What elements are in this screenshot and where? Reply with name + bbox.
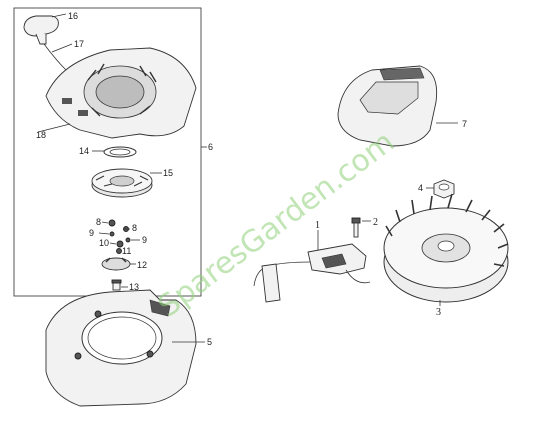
callout-7: 7 (462, 119, 467, 129)
fan-shroud-part (45, 289, 197, 407)
callout-9a: 9 (89, 228, 94, 238)
recoil-pulley-part (91, 168, 153, 198)
callout-3: 3 (436, 307, 441, 318)
callout-15: 15 (163, 168, 173, 178)
flywheel-part (383, 193, 509, 303)
center-bolt-part (111, 279, 122, 291)
flywheel-nut-part (433, 179, 455, 199)
callout-18: 18 (36, 130, 46, 140)
starter-housing-part (45, 47, 197, 139)
callout-5: 5 (207, 337, 212, 347)
callout-8b: 8 (132, 223, 137, 233)
recoil-spring-part (103, 146, 137, 158)
callout-1: 1 (315, 220, 320, 231)
callout-6: 6 (208, 142, 213, 152)
callout-13: 13 (129, 282, 139, 292)
ratchet-part (101, 257, 131, 271)
callout-8a: 8 (96, 217, 101, 227)
callout-17: 17 (74, 39, 84, 49)
starter-handle-part (23, 15, 59, 45)
callout-11: 11 (122, 246, 131, 256)
ignition-coil-part (253, 243, 371, 303)
callout-2: 2 (373, 217, 378, 228)
ignition-bolt-part (351, 217, 361, 238)
callout-4: 4 (418, 183, 423, 193)
callout-9b: 9 (142, 235, 147, 245)
callout-14: 14 (79, 146, 89, 156)
callout-10: 10 (99, 238, 109, 248)
callout-16: 16 (68, 11, 78, 21)
engine-cover-part (337, 65, 438, 147)
callout-12: 12 (137, 260, 147, 270)
